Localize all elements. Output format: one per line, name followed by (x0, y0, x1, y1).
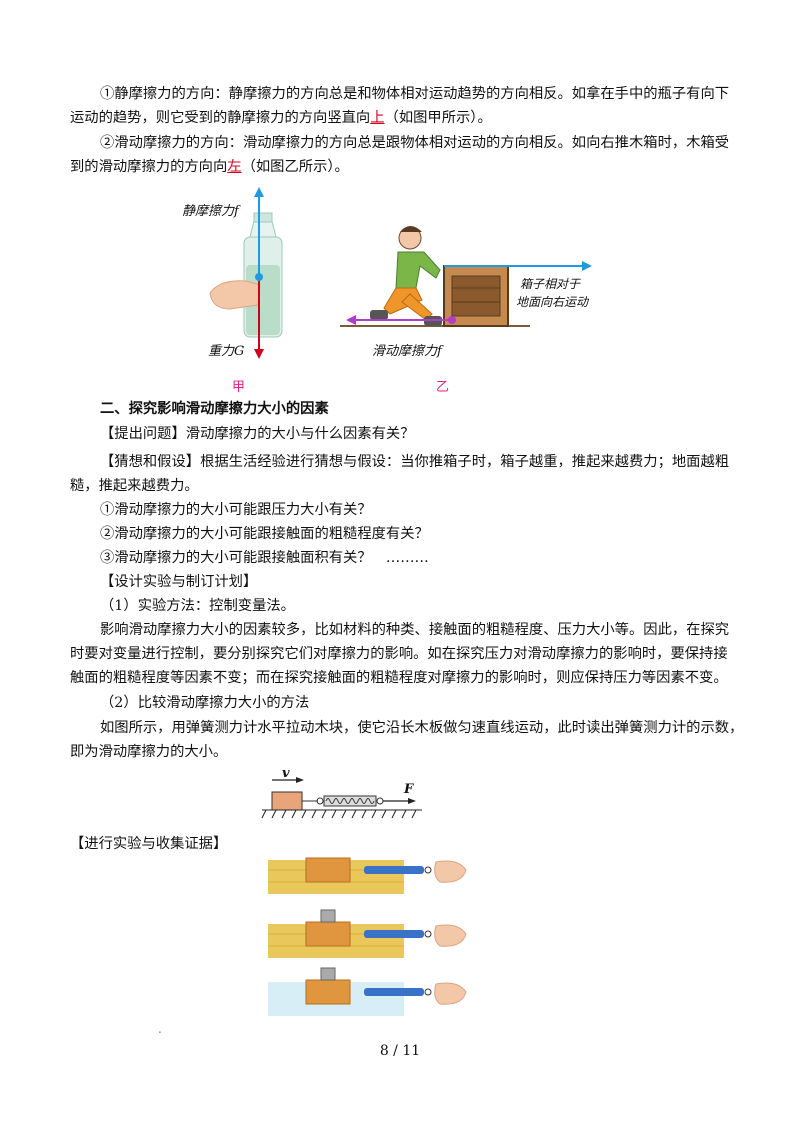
experiment-wood-board-figure (268, 857, 467, 894)
method-1: （1）实验方法：控制变量法。 (100, 598, 295, 614)
sliding-friction-direction-line2: 到的滑动摩擦力的方向向左（如图乙所示）。 (70, 155, 732, 179)
guess-item-3: ③滑动摩擦力的大小可能跟接触面积有关？ ……… (100, 550, 429, 566)
page-number: 8 / 11 (379, 1043, 421, 1059)
guess-line1: 【猜想和假设】根据生活经验进行猜想与假设：当你推箱子时，箱子越重，推起来越费力；… (100, 454, 730, 470)
method-text-line1: 影响滑动摩擦力大小的因素较多，比如材料的种类、接触面的粗糙程度、压力大小等。因此… (100, 622, 730, 638)
answer-blank-up: 上 (370, 110, 385, 126)
text-part: （如图甲所示）。 (384, 110, 492, 126)
method-text-line2: 时要对变量进行控制，要分别探究它们对摩擦力的影响。如在探究压力对滑动摩擦力的影响… (70, 646, 728, 662)
force-label: F (404, 782, 414, 797)
text-part: （如图乙所示）。 (241, 159, 349, 175)
footer-dot: . (158, 1022, 162, 1036)
box-motion-label-2: 地面向右运动 (516, 295, 589, 309)
experiment-heading: 【进行实验与收集证据】 (70, 836, 228, 852)
guess-item-1: ①滑动摩擦力的大小可能跟压力大小有关？ (100, 502, 372, 518)
static-friction-label: 静摩擦力f (182, 204, 239, 219)
spring-scale-figure (261, 777, 422, 819)
design-heading: 【设计实验与制订计划】 (100, 574, 258, 590)
method-text-line3: 触面的粗糙程度等因素不变；而在探究接触面的粗糙程度对摩擦力的影响时，则应保持压力… (70, 670, 728, 686)
velocity-label: v (282, 766, 290, 781)
static-friction-direction-line1: ①静摩擦力的方向：静摩擦力的方向总是和物体相对运动趋势的方向相反。如拿在手中的瓶… (100, 86, 730, 102)
box-motion-label-1: 箱子相对于 (520, 277, 581, 291)
guess-line2: 糙，推起来越费力。 (70, 478, 199, 494)
section-title: 二、探究影响滑动摩擦力大小的因素 (100, 401, 329, 417)
sliding-friction-direction-line1: ②滑动摩擦力的方向：滑动摩擦力的方向总是跟物体相对运动的方向相反。如向右推木箱时… (100, 135, 730, 151)
bottle-figure (209, 187, 283, 359)
experiment-glass-figure (268, 967, 467, 1016)
ask-question: 【提出问题】滑动摩擦力的大小与什么因素有关？ (100, 426, 415, 442)
method-2: （2）比较滑动摩擦力大小的方法 (100, 695, 310, 711)
sliding-friction-label: 滑动摩擦力f (372, 344, 442, 359)
guess-item-2: ②滑动摩擦力的大小可能跟接触面的粗糙程度有关？ (100, 526, 429, 542)
push-box-figure (340, 226, 592, 327)
text-part: 运动的趋势，则它受到的静摩擦力的方向竖直向 (70, 110, 371, 126)
text-part: 到的滑动摩擦力的方向向 (70, 159, 228, 175)
caption-jia: 甲 (232, 380, 246, 395)
static-friction-direction-line2: 运动的趋势，则它受到的静摩擦力的方向竖直向上（如图甲所示）。 (70, 106, 732, 130)
answer-blank-left: 左 (227, 159, 242, 175)
compare-line1: 如图所示，用弹簧测力计水平拉动木块，使它沿长木板做匀速直线运动，此时读出弹簧测力… (100, 720, 744, 736)
gravity-label: 重力G (208, 344, 245, 359)
experiment-weight-figure (268, 909, 467, 958)
caption-yi: 乙 (436, 380, 450, 395)
compare-line2: 即为滑动摩擦力的大小。 (70, 744, 228, 760)
